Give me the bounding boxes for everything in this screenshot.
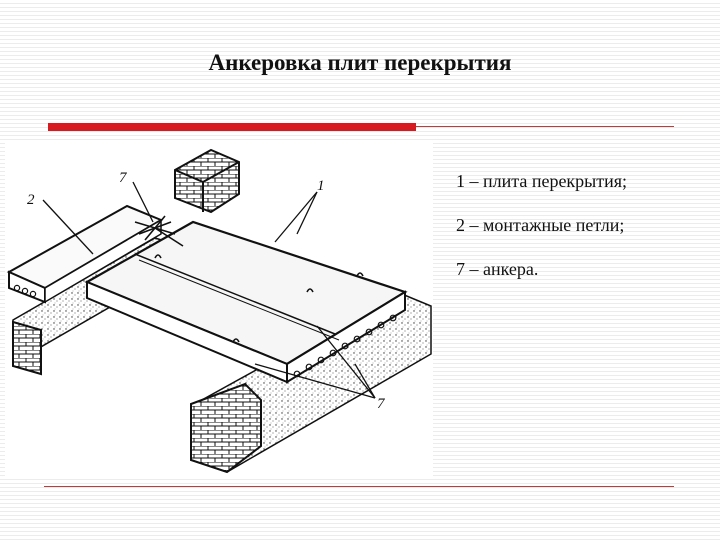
callout-anchor-top: 7 xyxy=(119,170,128,186)
title-divider-line xyxy=(416,126,674,127)
callout-anchor-bottom: 7 xyxy=(377,396,386,412)
callout-slab: 1 xyxy=(317,178,325,194)
legend-item-anchors: 7 – анкера. xyxy=(456,259,539,279)
title-accent-bar xyxy=(48,123,416,131)
bottom-divider-line xyxy=(44,486,674,487)
brick-pier-back xyxy=(174,148,240,214)
legend: 1 – плита перекрытия; 2 – монтажные петл… xyxy=(456,168,706,300)
legend-item-slab: 1 – плита перекрытия; xyxy=(456,171,628,191)
callout-loops: 2 xyxy=(27,192,35,208)
main-floor-slab xyxy=(84,220,408,384)
slide-title: Анкеровка плит перекрытия xyxy=(208,50,512,75)
front-bearing-wall xyxy=(190,291,432,474)
slab-anchoring-diagram: 2 7 1 7 xyxy=(5,142,433,478)
anchor-junction-top xyxy=(134,215,184,247)
narrow-slab-left xyxy=(6,204,164,304)
legend-item-loops: 2 – монтажные петли; xyxy=(456,215,625,235)
callout-leaders xyxy=(42,181,376,399)
